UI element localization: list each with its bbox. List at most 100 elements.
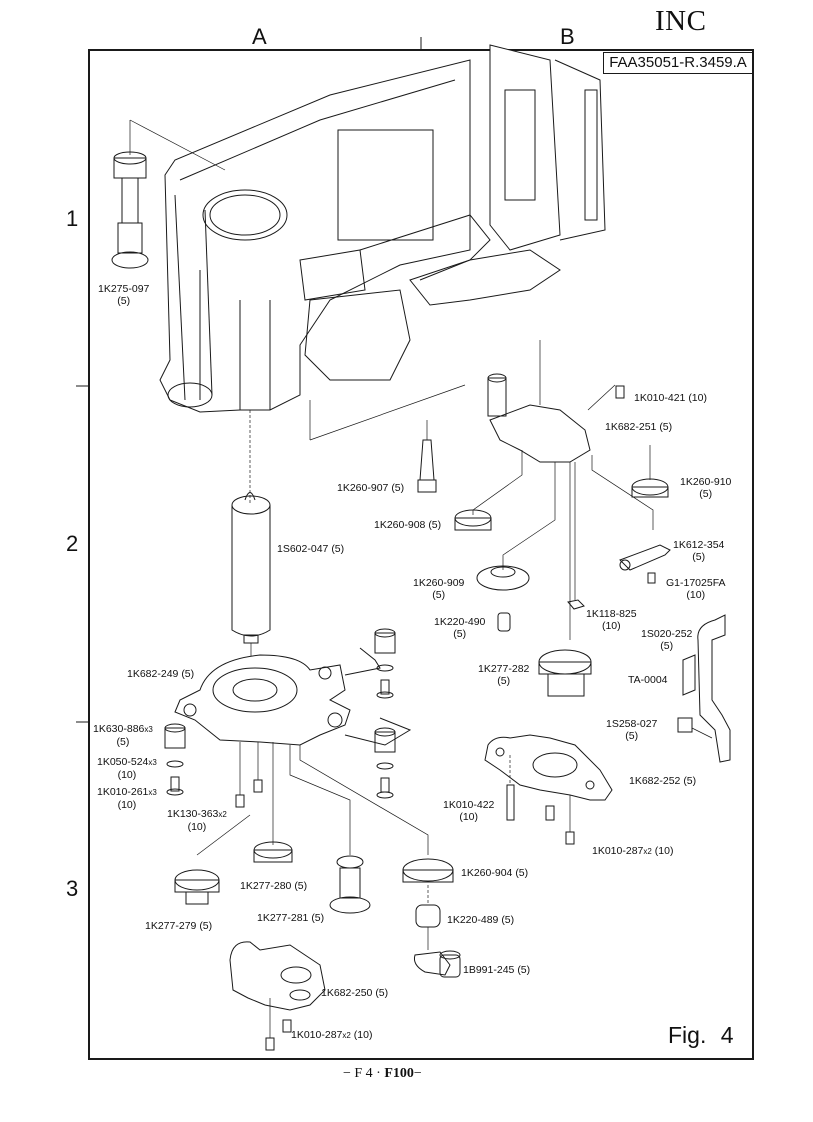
part-qty: (5) (660, 640, 674, 652)
part-number: 1K260-904 (461, 867, 513, 879)
part-multiplier: x2 (342, 1031, 351, 1040)
part-number: 1K130-363 (167, 808, 219, 820)
corner-mark: INC (655, 5, 707, 37)
part-shaft-1k260-907 (417, 420, 437, 493)
part-number: 1K010-287 (592, 845, 644, 857)
part-label-1k612-354: 1K612-354(5) (673, 539, 724, 563)
part-qty: (5) (501, 914, 515, 926)
part-number: 1K277-280 (240, 880, 292, 892)
part-number: 1K220-490 (434, 616, 486, 628)
part-qty: (5) (375, 987, 389, 999)
figure-label: Fig. 4 (668, 1022, 734, 1048)
part-number: 1S602-047 (277, 543, 329, 555)
part-qty: (5) (699, 488, 713, 500)
part-label-ta-0004: TA-0004 (628, 674, 668, 686)
part-label-1k277-280: 1K277-280 (5) (240, 880, 307, 892)
part-number: 1K118-825 (586, 608, 637, 620)
part-qty: (5) (181, 668, 195, 680)
part-bushing-stack-upper (374, 628, 396, 699)
part-label-1k682-250: 1K682-250 (5) (321, 987, 388, 999)
part-gear-1k260-904 (299, 745, 454, 905)
part-bushing-stack-left (164, 723, 186, 796)
part-qty: (5) (311, 912, 325, 924)
part-shaft-1k275-097 (111, 119, 226, 269)
grid-column-b: B (560, 24, 575, 49)
part-label-1k682-249: 1K682-249 (5) (127, 668, 194, 680)
part-plate-1k682-249 (174, 647, 412, 746)
part-number: 1S258-027 (606, 718, 658, 730)
part-number: 1K682-251 (605, 421, 657, 433)
part-label-1k630-886: 1K630-886x3(5) (93, 723, 153, 748)
part-number: 1K010-287 (291, 1029, 343, 1041)
part-label-1k260-909: 1K260-909(5) (413, 577, 464, 601)
part-qty: (5) (659, 421, 673, 433)
part-number: 1K277-279 (145, 920, 197, 932)
part-label-1k277-279: 1K277-279 (5) (145, 920, 212, 932)
part-label-1k010-421: 1K010-421 (10) (634, 392, 707, 404)
part-multiplier: x3 (148, 788, 157, 797)
part-switch-1s258-027 (677, 717, 713, 739)
part-qty: (10) (688, 392, 707, 404)
grid-row-1: 1 (66, 206, 79, 231)
part-number: 1K682-250 (321, 987, 373, 999)
part-number: 1B991-245 (463, 964, 515, 976)
part-number: 1K682-252 (629, 775, 681, 787)
part-label-1k260-907: 1K260-907 (5) (337, 482, 404, 494)
part-qty: (10) (117, 769, 137, 781)
part-number: 1K630-886 (93, 723, 145, 735)
part-label-1k010-287-bottom: 1K010-287x2 (10) (291, 1029, 372, 1042)
part-gear-1k277-281 (289, 745, 371, 914)
part-multiplier: x3 (148, 758, 157, 767)
part-number: 1K275-097 (98, 283, 150, 295)
part-label-1k682-252: 1K682-252 (5) (629, 775, 696, 787)
part-label-1k220-489: 1K220-489 (5) (447, 914, 514, 926)
part-pins-1k130-363 (235, 742, 263, 808)
part-plate-1k682-250 (229, 941, 326, 1051)
part-label-1k260-904: 1K260-904 (5) (461, 867, 528, 879)
part-gear-1k277-279 (174, 814, 251, 905)
part-spring-1k220-489 (415, 904, 441, 950)
part-qty: (10) (117, 799, 137, 811)
footer-page: − F 4 · (343, 1066, 381, 1081)
part-qty: (10) (686, 589, 706, 601)
part-label-1k118-825: 1K118-825(10) (586, 608, 637, 632)
part-number: G1-17025FA (666, 577, 726, 589)
part-spring-1k612-354 (591, 455, 671, 584)
part-label-1k260-908: 1K260-908 (5) (374, 519, 441, 531)
diagram-frame (88, 49, 754, 1060)
part-label-1k682-251: 1K682-251 (5) (605, 421, 672, 433)
part-label-1k010-422: 1K010-422(10) (443, 799, 494, 823)
part-gear-1k277-282 (538, 649, 592, 697)
part-number: 1K277-281 (257, 912, 309, 924)
part-number: 1K260-910 (680, 476, 732, 488)
part-number: 1K260-909 (413, 577, 465, 589)
part-qty: (10) (187, 821, 207, 833)
part-number: 1K260-907 (337, 482, 389, 494)
grid-row-2: 2 (66, 531, 79, 556)
footer-suffix: − (413, 1066, 422, 1081)
part-qty: (5) (391, 482, 405, 494)
part-qty: (5) (683, 775, 697, 787)
part-label-1k275-097: 1K275-097(5) (98, 283, 149, 307)
part-bushing-stack-lower (374, 727, 396, 799)
part-number: 1K010-421 (634, 392, 686, 404)
part-label-1s602-047: 1S602-047 (5) (277, 543, 344, 555)
grid-column-a: A (252, 24, 267, 49)
part-qty: (5) (117, 295, 131, 307)
part-label-1s020-252: 1S020-252(5) (641, 628, 692, 652)
part-label-1b991-245: 1B991-245 (5) (463, 964, 530, 976)
part-qty: (5) (692, 551, 706, 563)
part-gear-1k260-908 (454, 450, 523, 531)
part-number: 1K612-354 (673, 539, 725, 551)
part-qty: (5) (517, 964, 531, 976)
part-label-1k130-363: 1K130-363x2(10) (167, 808, 227, 833)
part-label-g1-17025fa: G1-17025FA(10) (666, 577, 726, 601)
footer-model: F100 (384, 1066, 414, 1081)
part-number: TA-0004 (628, 674, 668, 686)
part-multiplier: x2 (643, 847, 652, 856)
part-qty: (5) (116, 736, 130, 748)
part-qty: (5) (515, 867, 529, 879)
part-lever-plate-1k682-251 (309, 340, 625, 463)
part-label-1k277-281: 1K277-281 (5) (257, 912, 324, 924)
